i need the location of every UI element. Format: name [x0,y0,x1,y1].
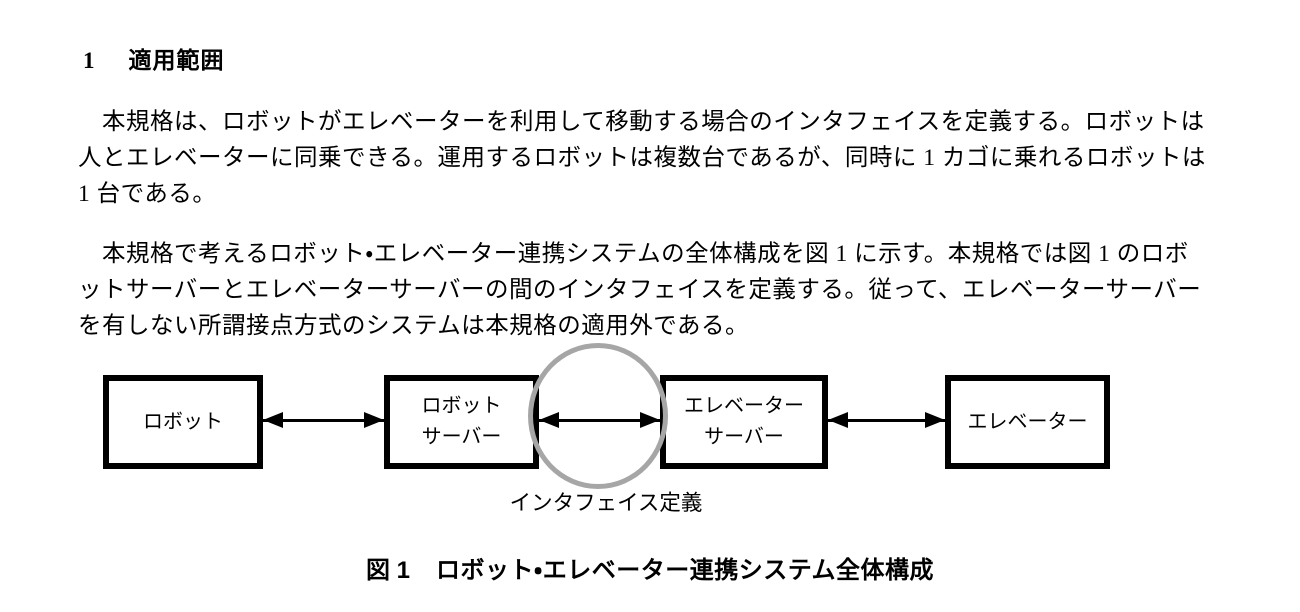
section-number: 1 [83,48,95,73]
figure-title: ロボット・エレベーター連携システム全体構成 [436,557,934,584]
paragraph-scope-1: 本規格は、ロボットがエレベーターを利用して移動する場合のインタフェイスを定義する… [78,104,1238,212]
paragraph-line: 本規格で考えるロボット・エレベーター連携システムの全体構成を図 1 に示す。本規… [78,241,1189,267]
paragraph-scope-2: 本規格で考えるロボット・エレベーター連携システムの全体構成を図 1 に示す。本規… [78,236,1238,344]
paragraph-line: を有しない所謂接点方式のシステムは本規格の適用外である。 [78,313,750,339]
figure-number: 図 1 [366,557,411,584]
paragraph-line: ットサーバーとエレベーターサーバーの間のインタフェイスを定義する。従って、エレベ… [78,277,1202,303]
diagram-box-elevator: エレベーター [945,375,1110,469]
paragraph-line: 本規格は、ロボットがエレベーターを利用して移動する場合のインタフェイスを定義する… [78,109,1205,135]
box-label: サーバー [704,426,784,448]
system-diagram: ロボット ロボット サーバー エレベーター サーバー エレベーター インタフェイ… [0,340,1300,540]
paragraph-line: 1 台である。 [78,181,217,207]
interface-definition-label: インタフェイス定義 [509,491,703,515]
box-label: エレベーター [967,410,1088,433]
section-title: 適用範囲 [128,47,225,73]
box-label: ロボット [421,395,502,417]
diagram-box-robot: ロボット [103,375,263,469]
box-label: ロボット [143,410,223,433]
diagram-box-robot-server: ロボット サーバー [384,375,539,469]
box-label: エレベーター [684,395,804,417]
diagram-box-elevator-server: エレベーター サーバー [660,375,828,469]
box-label: サーバー [421,426,502,448]
arrow-elevator-server-to-elevator [828,412,945,428]
section-heading: 1 適用範囲 [83,46,225,75]
arrow-robot-to-robot-server [263,412,384,428]
interface-highlight-circle [528,343,668,489]
paragraph-line: 人とエレベーターに同乗できる。運用するロボットは複数台であるが、同時に 1 カゴ… [78,145,1206,171]
figure-caption: 図 1 ロボット・エレベーター連携システム全体構成 [0,554,1300,588]
